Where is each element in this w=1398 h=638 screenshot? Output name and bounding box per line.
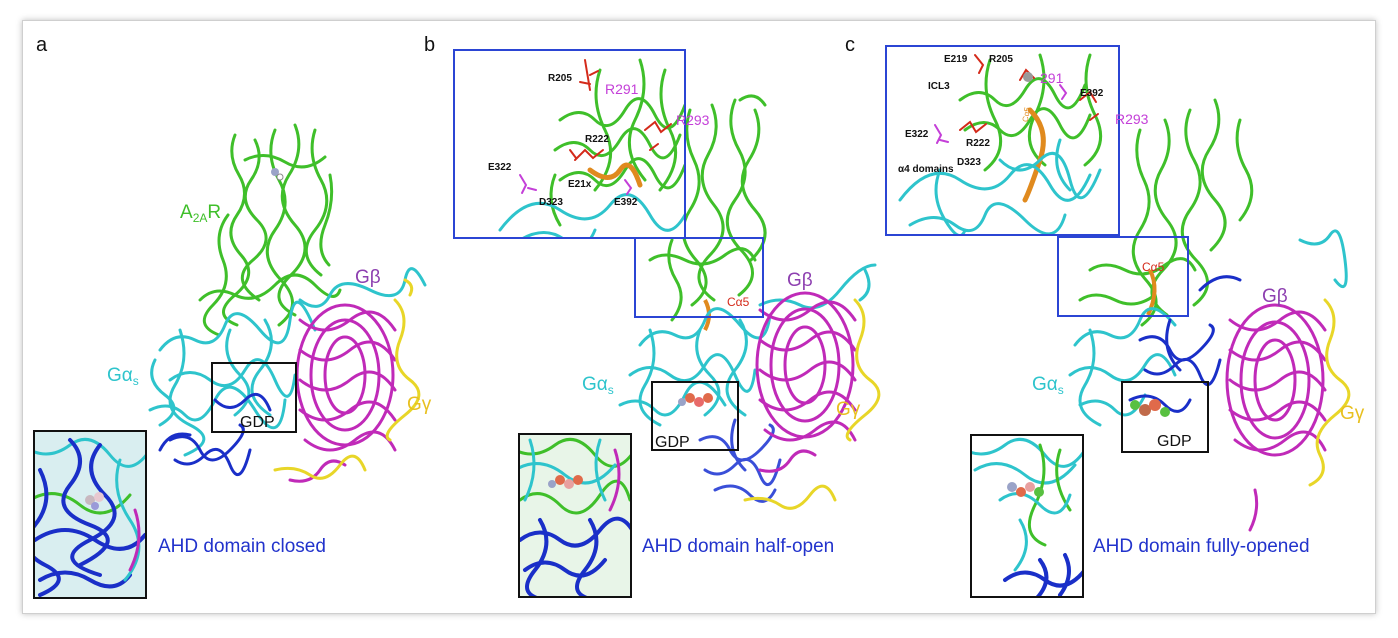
a-gdp-label: GDP [240, 414, 275, 431]
b-galpha [618, 263, 877, 427]
c-gdp-box [1121, 381, 1209, 453]
c-caption: AHD domain fully-opened [1093, 536, 1310, 557]
b-res-r222: R222 [585, 134, 609, 145]
c-res-ca5: Cα5 [1021, 106, 1033, 123]
a-gbeta [288, 303, 397, 483]
b-ggamma [743, 298, 881, 510]
c-res-r205: R205 [989, 54, 1013, 65]
b-gdp-spheres [678, 393, 713, 407]
c-res-e219: E219 [944, 54, 968, 65]
c-ca5-helix [1146, 269, 1157, 316]
b-res-e322: E322 [488, 162, 512, 173]
c-res-r293: R293 [1115, 111, 1149, 127]
c-ca5-label: Cα5 [1142, 260, 1165, 274]
b-ggamma-label: Gγ [836, 399, 861, 420]
c-res-e392: E392 [1080, 88, 1104, 99]
panel-a: a [33, 34, 432, 599]
c-res-e322: E322 [905, 129, 929, 140]
c-galpha-label: Gαs [1032, 374, 1064, 397]
c-gbeta [1225, 303, 1327, 532]
c-res-a4: α4 domains [898, 164, 954, 175]
c-galpha [1068, 229, 1348, 427]
c-gdp-spheres [1130, 399, 1170, 417]
panel-c: c [845, 34, 1365, 598]
a-ahd [158, 392, 272, 477]
a-galpha [148, 267, 427, 457]
b-res-e392: E392 [614, 197, 638, 208]
b-res-r293: R293 [676, 112, 710, 128]
c-res-icl3: ICL3 [928, 81, 950, 92]
c-gbeta-label: Gβ [1262, 286, 1288, 307]
b-ca5-label: Cα5 [727, 295, 750, 309]
a-galpha-label: Gαs [107, 365, 139, 388]
panel-b: b [424, 34, 881, 598]
b-galpha-label: Gαs [582, 374, 614, 397]
a-ligand [271, 168, 284, 181]
a-receptor-label: A2AR [180, 202, 221, 225]
panel-a-label: a [36, 34, 48, 56]
a-caption: AHD domain closed [158, 536, 326, 557]
b-res-r205: R205 [548, 73, 572, 84]
c-res-291: 291 [1040, 70, 1064, 86]
b-caption: AHD domain half-open [642, 536, 834, 557]
c-ahd [1128, 275, 1242, 413]
a-gdp-box [211, 362, 297, 433]
c-ggamma [1308, 298, 1351, 487]
c-inset [970, 434, 1084, 598]
a-ggamma-label: Gγ [407, 394, 432, 415]
a-inset [33, 430, 147, 599]
a-ggamma [273, 278, 421, 480]
b-gbeta [755, 291, 857, 473]
b-inset [518, 433, 632, 598]
b-res-d323: D323 [539, 197, 563, 208]
c-res-r222: R222 [966, 138, 990, 149]
b-top-inset: R205 R291 R293 R222 E322 E21x D323 E392 [453, 49, 710, 239]
a-receptor-helices [198, 123, 342, 337]
a-gbeta-label: Gβ [355, 267, 381, 288]
b-gdp-label: GDP [655, 434, 690, 451]
b-receptor-helices [648, 94, 767, 322]
panel-c-label: c [845, 34, 855, 56]
c-res-d323: D323 [957, 157, 981, 168]
b-res-r291: R291 [605, 81, 639, 97]
b-gdp-box [651, 381, 739, 451]
b-gbeta-label: Gβ [787, 270, 813, 291]
panel-b-label: b [424, 34, 435, 56]
c-gdp-label: GDP [1157, 433, 1192, 450]
c-ggamma-label: Gγ [1340, 403, 1365, 424]
b-zoom-box [634, 237, 764, 318]
b-res-e21x: E21x [568, 179, 592, 190]
c-zoom-box [1057, 236, 1189, 317]
c-top-inset: E219 R205 ICL3 291 E392 R293 E322 R222 D… [885, 45, 1149, 236]
